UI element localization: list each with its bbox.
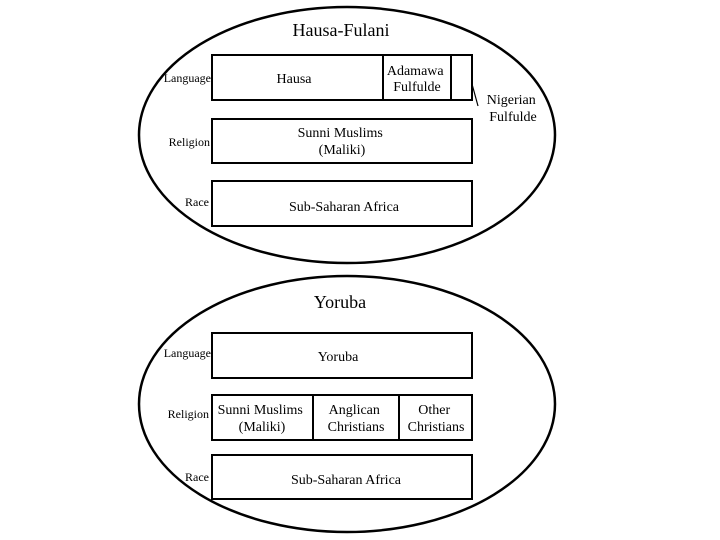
language-cell-text: Yoruba [318,350,359,365]
callout-leader-line [471,83,479,107]
language-cell-text: Adamawa Fulfulde [387,64,447,95]
row-label-language: Language [164,346,211,360]
row-label-race: Race [185,195,209,209]
group-hausa-fulani: Hausa-Fulani Language Hausa Adamawa Fulf… [137,5,557,265]
group-title: Hausa-Fulani [293,20,390,40]
race-cell-sub-saharan-africa [211,180,473,227]
religion-cell-text: Other Christians [408,403,465,435]
language-cell-adamawa-fulfulde [382,54,452,101]
language-cell-hausa [211,54,384,101]
race-cell-text: Sub-Saharan Africa [291,473,402,488]
religion-cell-anglican-christians [312,394,400,441]
religion-cell-sunni-muslims [211,118,473,164]
language-cell-yoruba [211,332,473,379]
row-label-race: Race [185,470,209,484]
language-cell-text: Hausa [277,72,313,87]
callout-nigerian-fulfulde: Nigerian Fulfulde [487,93,539,125]
race-cell-sub-saharan-africa [211,454,473,500]
language-cell-nigerian-fulfulde [450,54,473,101]
row-label-religion: Religion [168,407,209,421]
group-yoruba: Yoruba Language Yoruba Religion Sunni Mu… [137,274,557,534]
row-label-language: Language [164,71,211,85]
race-cell-text: Sub-Saharan Africa [289,200,400,215]
religion-cell-text: Sunni Muslims (Maliki) [218,403,307,435]
religion-cell-other-christians [398,394,473,441]
group-title: Yoruba [314,292,366,312]
row-label-religion: Religion [169,135,210,149]
religion-cell-text: Sunni Muslims (Maliki) [298,126,387,158]
religion-cell-text: Anglican Christians [328,403,385,435]
